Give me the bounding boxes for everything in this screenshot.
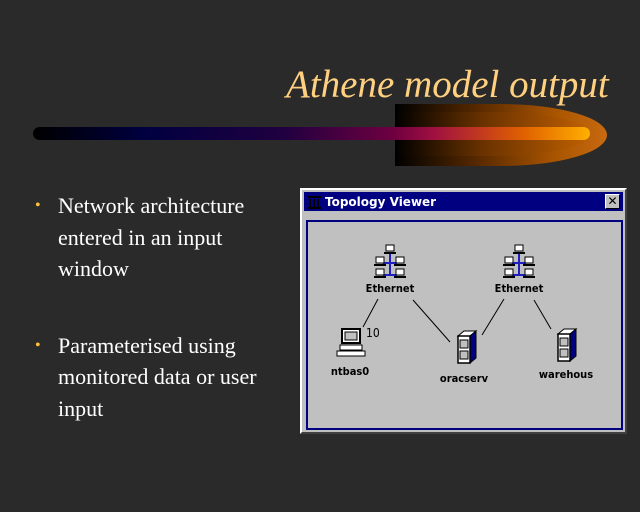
ethernet-hub-icon[interactable] [374,244,406,280]
bullet-item: • Parameterised using monitored data or … [35,330,285,425]
node-label-warehous: warehous [538,368,594,381]
server-icon[interactable] [456,330,478,364]
bullet-line: entered in an input [58,224,223,250]
ethernet-label: Ethernet [494,282,544,295]
topology-canvas[interactable]: Ethernet Ethernet 10 ntbas0 oracserv war… [306,220,623,430]
bullet-icon: • [35,197,41,214]
link [362,298,379,328]
server-icon[interactable] [556,328,578,362]
link [412,299,451,343]
bullet-line: Network architecture [58,193,245,218]
topology-viewer-window: Topology Viewer ✕ Ethernet Ethernet [300,188,627,434]
workstation-icon[interactable] [336,328,366,358]
title-bar[interactable]: Topology Viewer ✕ [304,192,623,211]
bullet-icon: • [35,336,41,354]
node-label-ntbas0: ntbas0 [330,365,370,378]
ethernet-hub-icon[interactable] [503,244,535,280]
app-icon [308,196,321,209]
window-title: Topology Viewer [325,195,437,209]
bullet-line: input [58,395,104,421]
bullet-line: Parameterised using [58,332,236,358]
link [533,299,552,330]
decorative-bar [33,127,590,140]
bullet-item: • Network architecture entered in an inp… [35,190,285,285]
link [481,298,505,336]
close-button[interactable]: ✕ [605,194,620,209]
node-label-oracserv: oracserv [439,372,489,385]
bullet-line: window [58,256,129,281]
node-count: 10 [366,326,380,340]
bullet-list: • Network architecture entered in an inp… [35,190,285,469]
bullet-line: monitored data or user [58,364,257,389]
slide-title: Athene model output [286,63,609,106]
network-links [362,298,552,343]
ethernet-label: Ethernet [365,282,415,295]
